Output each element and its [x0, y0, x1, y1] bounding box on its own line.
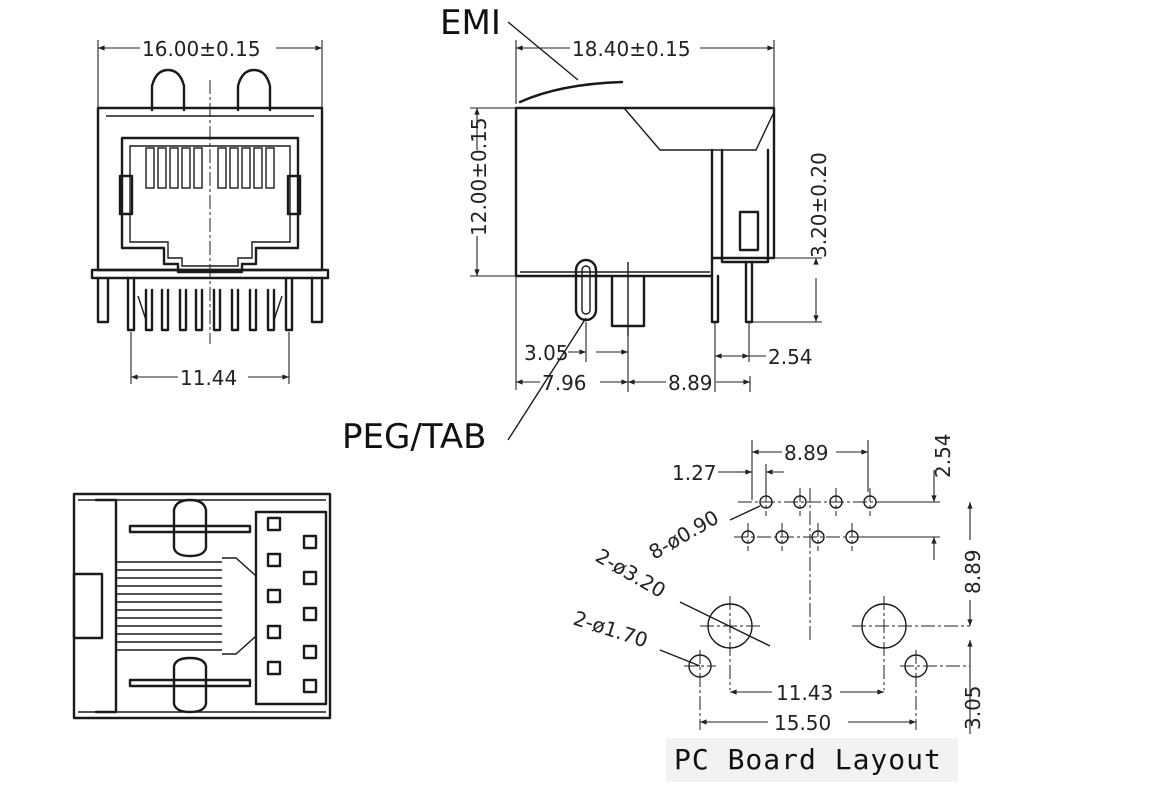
pcb-big-hole-span-dim: 11.43	[776, 681, 833, 705]
pcb-vertical-offset-dim: 3.05	[961, 685, 985, 730]
side-peg-pos-dim: 7.96	[542, 371, 587, 395]
pcb-half-pitch-dim: 1.27	[672, 461, 717, 485]
side-pin-pitch-dim: 2.54	[768, 345, 813, 369]
pcb-row-pitch-dim: 2.54	[931, 433, 955, 478]
pcb-pin-hole-note: 8-ø0.90	[645, 505, 723, 564]
peg-tab-label: PEG/TAB	[342, 417, 487, 457]
bottom-view	[72, 492, 332, 720]
side-view: EMI 18.40±0.15 12.00±0.15	[342, 3, 831, 457]
side-peg-offset-dim: 3.05	[524, 341, 569, 365]
pcb-layout-title: PC Board Layout	[666, 738, 958, 782]
side-height-dim: 12.00±0.15	[467, 117, 491, 236]
emi-label: EMI	[440, 3, 501, 43]
front-pin-span-dim: 11.44	[180, 366, 237, 390]
pcb-top-span-dim: 8.89	[784, 441, 829, 465]
side-depth-dim: 18.40±0.15	[572, 37, 691, 61]
pcb-peg-hole-note: 2-ø1.70	[570, 606, 650, 653]
front-width-dim: 16.00±0.15	[142, 37, 261, 61]
pcb-vertical-span-dim: 8.89	[961, 549, 985, 594]
side-row-span-dim: 8.89	[668, 371, 713, 395]
pcb-layout: 8.89 1.27 2.54 8-ø0.90	[570, 433, 985, 735]
pcb-peg-hole-span-dim: 15.50	[774, 711, 831, 735]
front-view: 16.00±0.15	[90, 37, 330, 390]
side-pin-length-dim: 3.20±0.20	[807, 152, 831, 258]
